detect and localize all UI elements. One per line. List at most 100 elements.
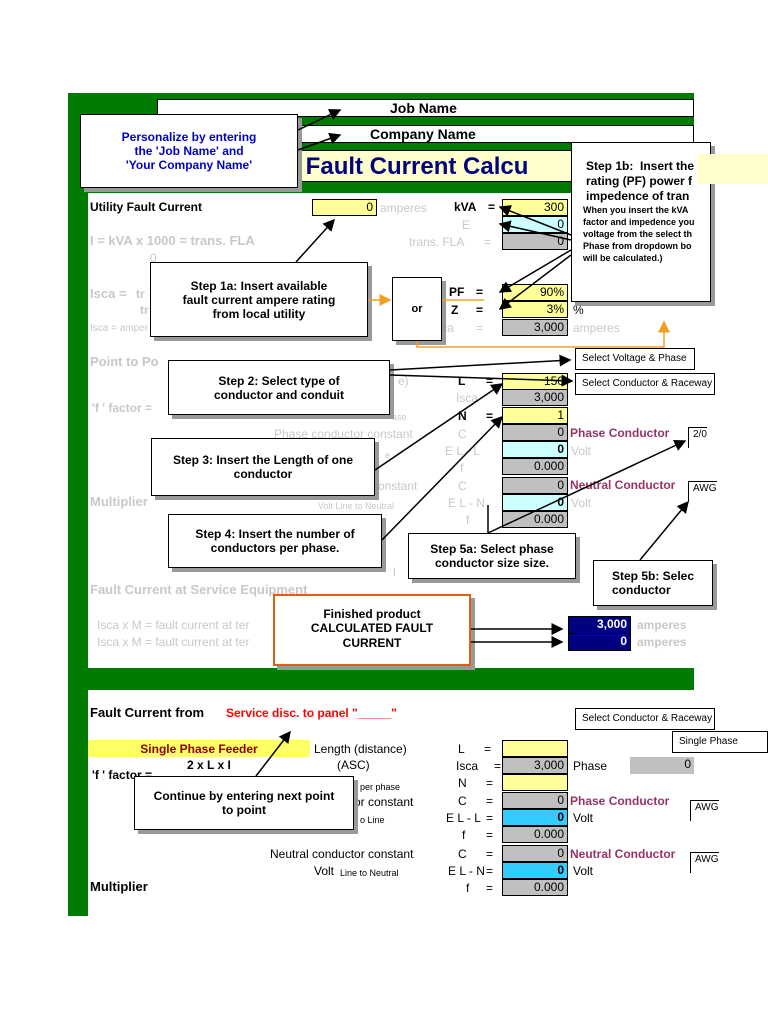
onstant-label: onstant [378,479,418,493]
job-name-bar[interactable]: Job Name [157,99,694,117]
finished-line1: Finished product [323,607,421,621]
s2-multiplier: Multiplier [90,879,148,894]
formula-i: I = kVA x 1000 = trans. FLA [90,233,255,248]
select-voltage-dropdown[interactable]: Select Voltage & Phase [575,348,695,370]
s2-eln-eq: = [486,864,494,878]
c-label: C [458,427,467,441]
isca2-eq: = [476,321,484,335]
s2-l-input[interactable] [502,740,568,757]
result2-unit: amperes [637,635,687,649]
kva-label: kVA [454,200,477,214]
eln-value: 0 [502,494,568,511]
s2-c2-value: 0 [502,845,568,862]
phase-conductor-label: Phase Conductor [570,426,670,440]
callout-step5a: Step 5a: Select phase conductor size siz… [408,533,576,579]
utility-fault-input[interactable]: 0 [312,199,377,216]
result2-value: 0 [568,633,631,651]
s2-formula: 2 x L x I [187,758,231,772]
volt2-label: Volt [571,496,592,510]
s2-f-eq: = [486,828,494,842]
isca-frac2: tr [140,303,149,317]
s2-phase-word: Phase [573,759,608,773]
z-unit: % [573,303,584,317]
s2-c2-eq: = [486,847,494,861]
s2-neutral-const: Neutral conductor constant [270,847,414,861]
s2-feeder: Single Phase Feeder [140,742,258,756]
s2-f2-eq: = [486,881,494,895]
s2-asc: (ASC) [337,758,370,772]
s2-c-value: 0 [502,792,568,809]
l-input[interactable]: 150 [502,373,568,390]
isca3-value: 3,000 [502,389,568,406]
callout-step5b: Step 5b: Selec conductor [593,560,713,606]
s2-f-value: 0.000 [502,826,568,843]
s2-length: Length (distance) [314,742,407,756]
calc1-left: Isca x M = fault current at ter [97,618,250,632]
calc2-left: Isca x M = fault current at ter [97,635,250,649]
phase-size-select[interactable]: 2/0 [688,427,707,448]
s2-single-phase-dropdown[interactable]: Single Phase [672,731,768,753]
s2-ell-value: 0 [502,809,568,826]
s2-select-conductor-dropdown[interactable]: Select Conductor & Raceway [575,708,715,730]
isca-note: Isca = amper [90,323,149,334]
select-conductor-dropdown[interactable]: Select Conductor & Raceway [575,373,715,395]
c-value: 0 [502,424,568,441]
phase-small: ase [392,412,407,422]
s2-c2-label: C [458,847,467,861]
callout-or: or [392,277,442,341]
n-label: N [458,409,467,423]
s2-ell-label: E L - L [446,811,481,825]
fla-value: 0 [502,233,568,250]
callout-step1a: Step 1a: Insert available fault current … [150,262,368,337]
isca-frac: tr [136,287,145,301]
neutral-size-select[interactable]: AWG [688,481,717,502]
callout-continue: Continue by entering next point to point [134,776,354,830]
s2-neutral-size-select[interactable]: AWG [690,852,719,873]
multiplier-label: Multiplier [90,494,148,509]
s2-c-eq: = [486,794,494,808]
ell-value: 0 [502,441,568,458]
s2-f2-label: f [466,881,470,895]
result1-value: 3,000 [568,616,631,634]
s2-n-label: N [458,776,467,790]
l-eq: = [486,374,494,388]
kva-eq: = [488,200,496,214]
step1b-yellow-tab [697,154,768,184]
service-equipment-label: Fault Current at Service Equipment [90,582,308,597]
job-name: Job Name [390,100,457,116]
s2-volt-ln: Volt [314,864,335,878]
n-eq: = [486,409,494,423]
e-value: 0 [502,216,568,233]
s2-isca-label: Isca [456,759,479,773]
s2-f2-value: 0.000 [502,879,568,896]
s2-isca-value: 3,000 [502,757,568,774]
z-eq: = [476,303,484,317]
z-input[interactable]: 3% [502,301,568,318]
step1b-panel: Step 1b: Insert the rating (PF) power f … [571,142,711,302]
step1b-body: When you insert the kVA factor and imped… [583,205,695,263]
volt-label: Volt [571,444,592,458]
f2-label: f [466,513,470,527]
s2-n-input[interactable] [502,774,568,791]
s2-l-label: L [458,742,465,756]
pf-label: PF [449,285,465,299]
f-factor-label: 'f ' factor = [92,401,153,415]
l-small: l [393,565,396,579]
s2-feeder-cell: Single Phase Feeder [88,740,310,757]
isca3-label: Isca [456,391,479,405]
s2-neutral-conductor: Neutral Conductor [570,847,676,861]
pf-input[interactable]: 90% [502,284,568,301]
s2-phase-size-select[interactable]: AWG [690,800,719,821]
s2-volt2: Volt [573,864,594,878]
s2-f-label: f [462,828,466,842]
kva-input[interactable]: 300 [502,199,568,216]
pf-eq: = [476,285,484,299]
l-label: L [458,374,466,388]
ell-label: E L - L [445,444,480,458]
s2-heading: Fault Current from [90,705,205,720]
f-label: f [460,461,464,475]
n-input[interactable]: 1 [502,407,568,424]
s2-to-line: o Line [360,815,385,825]
page-title: le Fault Current Calcu [279,153,529,180]
f2-value: 0.000 [502,511,568,528]
